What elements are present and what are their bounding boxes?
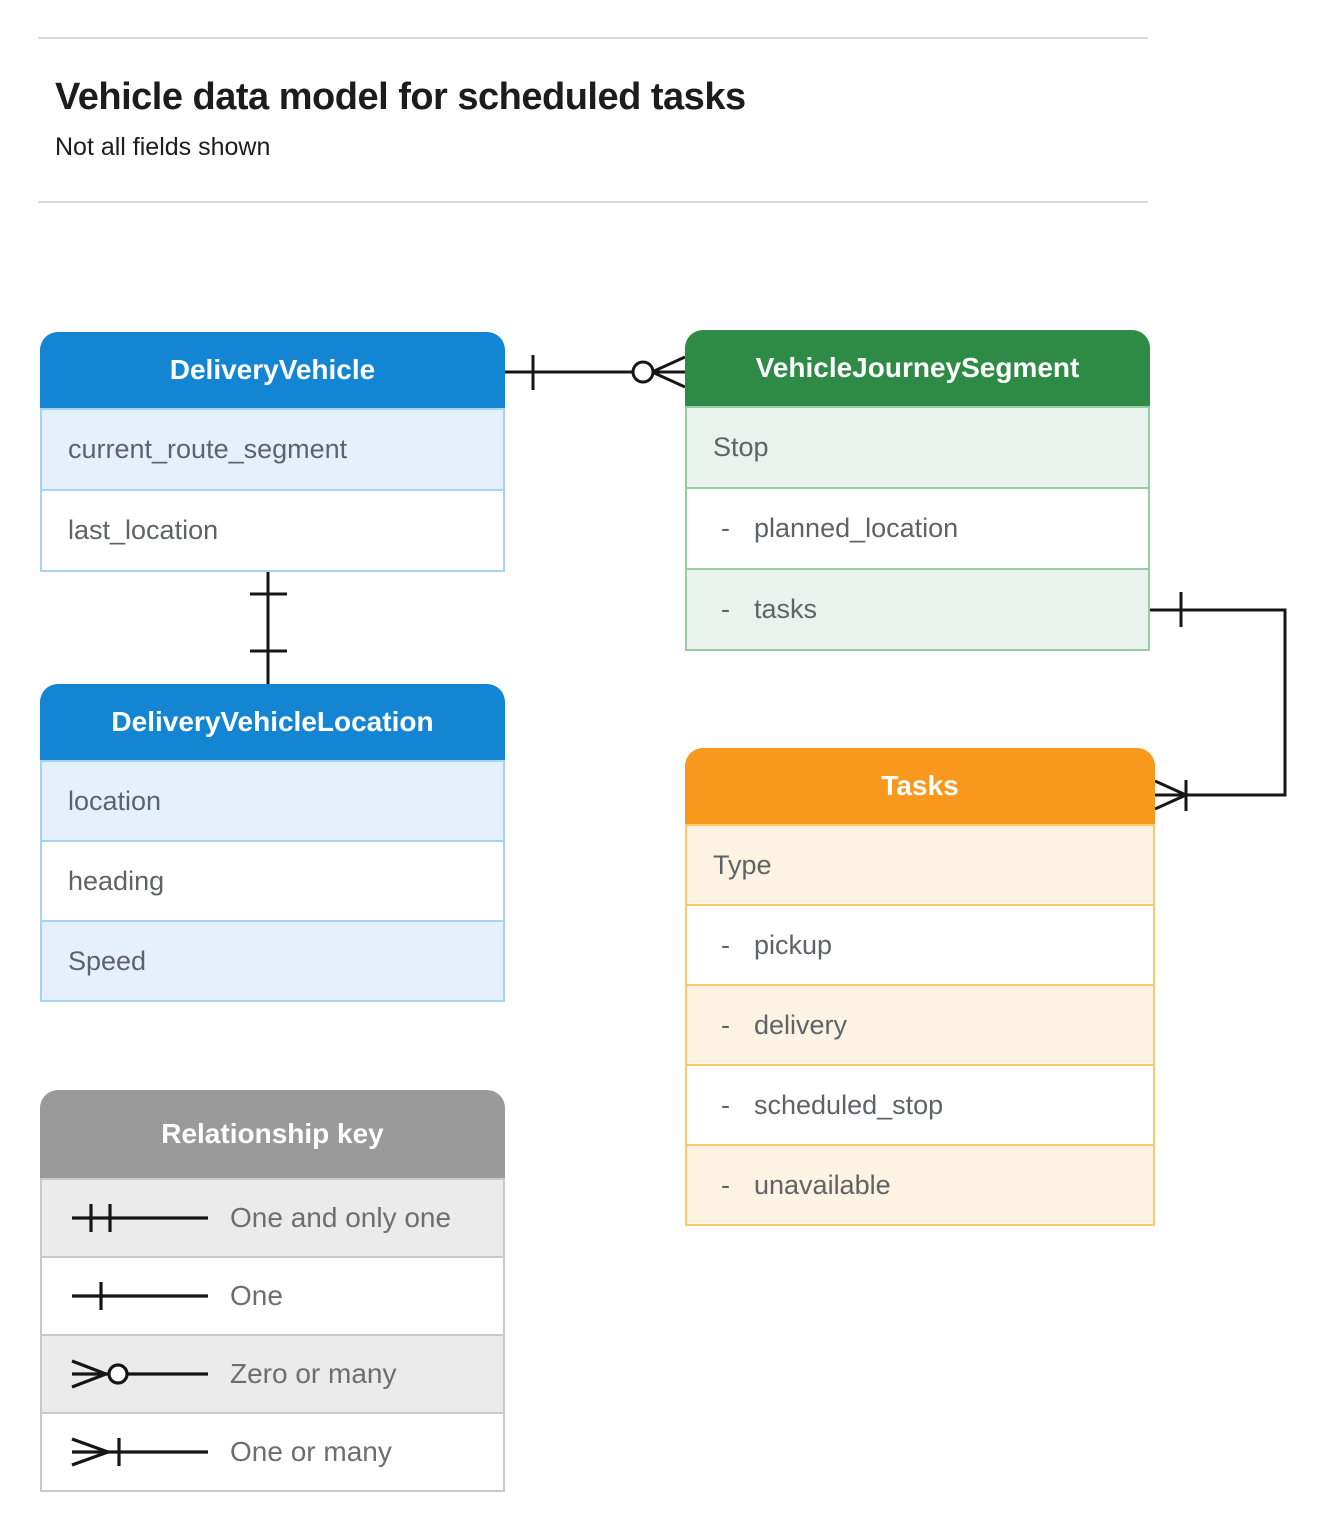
field-row-current-route-segment: current_route_segment	[42, 408, 503, 489]
legend-label: One or many	[230, 1436, 392, 1467]
field-row-delivery: -delivery	[687, 984, 1153, 1064]
dash-prefix: -	[721, 1009, 730, 1040]
field-label: pickup	[754, 929, 833, 960]
connector-deliveryvehicle-deliveryvehiclelocation	[250, 570, 287, 684]
entity-fields: Type-pickup-delivery-scheduled_stop-unav…	[685, 824, 1155, 1226]
field-label: Stop	[713, 432, 769, 462]
entity-tasks: Tasks Type-pickup-delivery-scheduled_sto…	[685, 748, 1155, 1226]
zero-or-many-icon	[42, 1352, 230, 1396]
one-icon	[42, 1274, 230, 1318]
legend-row-one-and-only-one: One and only one	[42, 1178, 503, 1256]
legend-row-zero-or-many: Zero or many	[42, 1334, 503, 1412]
entity-fields: current_route_segment last_location	[40, 408, 505, 572]
field-label: scheduled_stop	[754, 1089, 944, 1120]
field-row-scheduled-stop: -scheduled_stop	[687, 1064, 1153, 1144]
field-row-tasks: -tasks	[687, 568, 1148, 649]
field-row-type: Type	[687, 824, 1153, 904]
field-row-location: location	[42, 760, 503, 840]
field-label: current_route_segment	[68, 434, 348, 464]
field-row-heading: heading	[42, 840, 503, 920]
field-label: planned_location	[754, 513, 959, 543]
connector-deliveryvehicle-vehiclejourneysegment	[505, 355, 686, 390]
legend-row-one: One	[42, 1256, 503, 1334]
dash-prefix: -	[721, 1169, 730, 1200]
field-label: delivery	[754, 1009, 848, 1040]
field-label: heading	[68, 865, 165, 896]
legend-row-one-or-many: One or many	[42, 1412, 503, 1490]
entity-vehicle-journey-segment: VehicleJourneySegment Stop-planned_locat…	[685, 330, 1150, 651]
field-label: location	[68, 785, 162, 816]
field-label: tasks	[754, 594, 818, 624]
field-row-stop: Stop	[687, 406, 1148, 487]
dash-prefix: -	[721, 513, 730, 543]
field-label: last_location	[68, 515, 219, 545]
legend-label: One	[230, 1280, 283, 1311]
entity-fields: Stop-planned_location-tasks	[685, 406, 1150, 651]
field-row-unavailable: -unavailable	[687, 1144, 1153, 1224]
one-and-only-one-icon	[42, 1196, 230, 1240]
field-label: unavailable	[754, 1169, 891, 1200]
mid-divider	[38, 201, 1148, 203]
relationship-key-header: Relationship key	[40, 1090, 505, 1178]
entity-header-delivery-vehicle: DeliveryVehicle	[40, 332, 505, 408]
connector-vehiclejourneysegment-tasks	[1150, 592, 1287, 811]
field-row-last-location: last_location	[42, 489, 503, 570]
entity-header-vehicle-journey-segment: VehicleJourneySegment	[685, 330, 1150, 406]
legend-label: One and only one	[230, 1202, 452, 1233]
field-label: Type	[713, 849, 772, 880]
field-row-pickup: -pickup	[687, 904, 1153, 984]
dash-prefix: -	[721, 594, 730, 624]
dash-prefix: -	[721, 929, 730, 960]
entity-header-delivery-vehicle-location: DeliveryVehicleLocation	[40, 684, 505, 760]
page-subtitle: Not all fields shown	[55, 133, 271, 161]
field-row-planned-location: -planned_location	[687, 487, 1148, 568]
field-label: Speed	[68, 945, 147, 976]
field-row-speed: Speed	[42, 920, 503, 1000]
legend-label: Zero or many	[230, 1358, 397, 1389]
one-or-many-icon	[42, 1430, 230, 1474]
dash-prefix: -	[721, 1089, 730, 1120]
entity-header-tasks: Tasks	[685, 748, 1155, 824]
page-title: Vehicle data model for scheduled tasks	[55, 76, 746, 118]
top-divider	[38, 37, 1148, 39]
